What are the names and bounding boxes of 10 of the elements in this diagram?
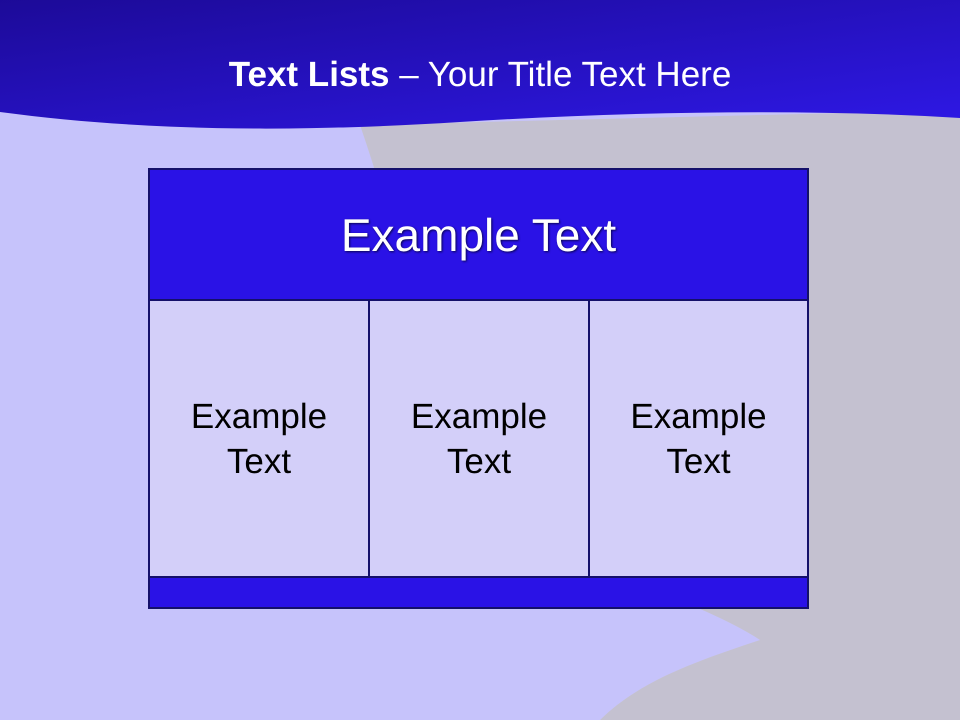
heading-text: Example Text [340,208,616,262]
slide-title: Text Lists – Your Title Text Here [228,55,732,94]
table-column [148,299,370,578]
table-column [588,299,809,578]
table-column [368,299,590,578]
footer-bar [148,576,809,609]
body-text: Example Text [629,396,768,482]
body-text: Example Text [190,396,328,482]
body-text: Example Text [410,396,548,482]
table-header [148,168,809,301]
